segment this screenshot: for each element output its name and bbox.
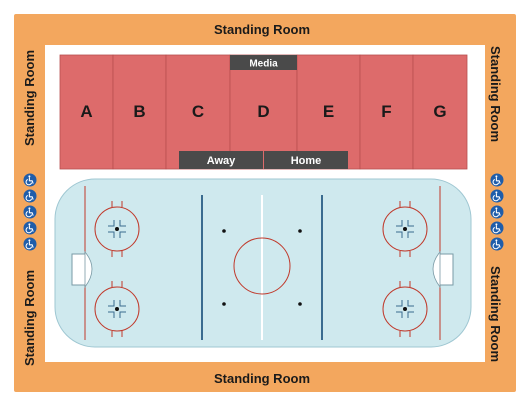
wheelchair-icon: [23, 237, 37, 251]
section-b[interactable]: B: [112, 54, 167, 170]
wheelchair-icon: [490, 237, 504, 251]
wheelchair-icon: [490, 221, 504, 235]
standing-room-right-lower-label: Standing Room: [488, 266, 503, 362]
section-f[interactable]: F: [359, 54, 414, 170]
goal-crease-right: [432, 250, 441, 289]
section-g-label: G: [433, 102, 446, 121]
section-a[interactable]: A: [59, 54, 114, 170]
faceoff-dot: [222, 229, 226, 233]
faceoff-dot: [298, 302, 302, 306]
faceoff-circle: [94, 201, 140, 257]
home-label: Home: [291, 155, 322, 167]
faceoff-dot: [222, 302, 226, 306]
wheelchair-icon: [490, 189, 504, 203]
standing-room-top-label: Standing Room: [214, 22, 310, 37]
section-g[interactable]: G: [412, 54, 468, 170]
section-e-label: E: [323, 102, 334, 121]
wheelchair-icon: [23, 205, 37, 219]
home-bench[interactable]: [264, 151, 348, 169]
section-a-label: A: [80, 102, 92, 121]
goal-net-left: [71, 253, 85, 286]
faceoff-circle: [382, 201, 428, 257]
standing-room-right-upper-label: Standing Room: [488, 46, 503, 142]
section-b-label: B: [133, 102, 145, 121]
standing-room-left-upper-label: Standing Room: [22, 50, 37, 146]
section-f-label: F: [381, 102, 391, 121]
faceoff-circle: [382, 281, 428, 337]
away-bench[interactable]: [179, 151, 263, 169]
standing-room-left-lower-label: Standing Room: [22, 270, 37, 366]
standing-room-bottom-label: Standing Room: [214, 371, 310, 386]
wheelchair-icon: [23, 221, 37, 235]
seating-sections: A B C D E F G: [59, 54, 468, 170]
end-zone-faceoff-circles: [94, 201, 428, 337]
accessible-seating-left: [23, 173, 37, 251]
media-box[interactable]: [230, 55, 297, 70]
section-c-label: C: [192, 102, 204, 121]
wheelchair-icon: [490, 205, 504, 219]
section-d-label: D: [257, 102, 269, 121]
center-faceoff-circle: [233, 237, 291, 295]
section-g-block[interactable]: [412, 54, 468, 170]
faceoff-circle: [94, 281, 140, 337]
media-label: Media: [249, 59, 278, 70]
wheelchair-icon: [23, 189, 37, 203]
faceoff-dot: [298, 229, 302, 233]
accessible-seating-right: [490, 173, 504, 251]
wheelchair-icon: [490, 173, 504, 187]
goal-crease-left: [84, 250, 93, 289]
away-label: Away: [207, 155, 236, 167]
section-a-block[interactable]: [59, 54, 114, 170]
ice-rink: [54, 178, 472, 348]
wheelchair-icon: [23, 173, 37, 187]
goal-net-right: [440, 253, 454, 286]
